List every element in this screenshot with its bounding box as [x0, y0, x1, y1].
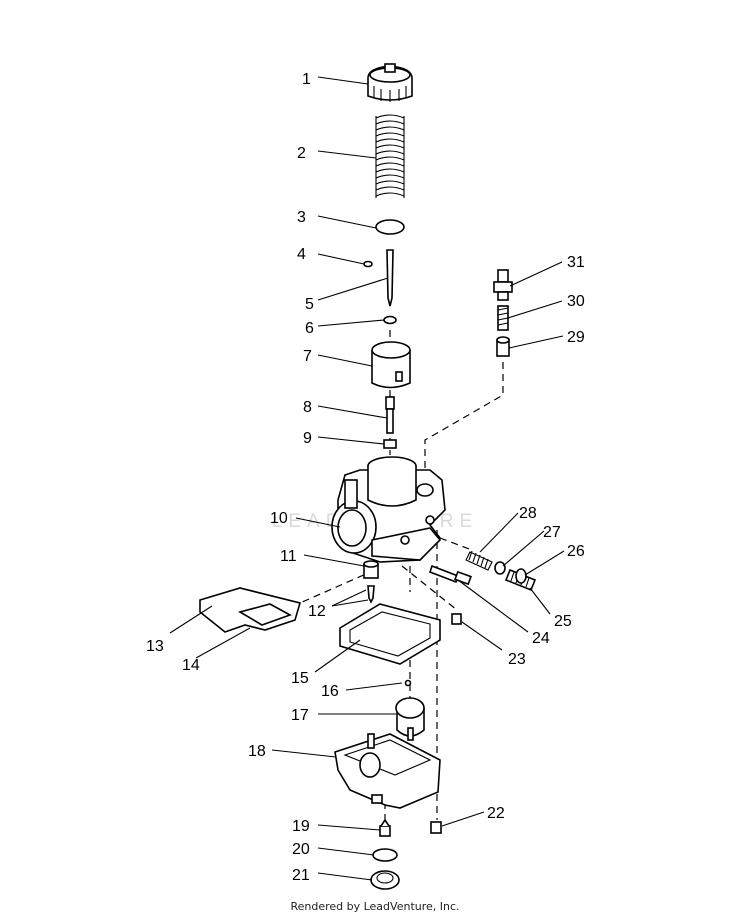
- callout-1: 1: [302, 71, 311, 88]
- part-cap-26: [515, 568, 527, 584]
- part-plate: [375, 219, 405, 235]
- callout-27: 27: [543, 524, 561, 541]
- part-drain-plug: [379, 818, 391, 837]
- callout-17: 17: [291, 707, 309, 724]
- part-screw-22: [430, 821, 442, 834]
- part-pin: [404, 679, 412, 687]
- part-spring-30: [497, 305, 509, 331]
- part-main-jet: [383, 439, 397, 449]
- callout-20: 20: [292, 841, 310, 858]
- leader-lines: [169, 76, 565, 881]
- part-top-cap: [367, 63, 413, 102]
- part-element: [237, 603, 292, 626]
- part-spring-28: [465, 550, 493, 571]
- part-screw-23: [451, 613, 462, 625]
- part-washer-27: [494, 561, 506, 575]
- callout-11: 11: [280, 548, 297, 565]
- callout-12: 12: [308, 603, 326, 620]
- callout-18: 18: [248, 743, 266, 760]
- callout-25: 25: [554, 613, 572, 630]
- callout-31: 31: [567, 254, 585, 271]
- callout-5: 5: [305, 296, 314, 313]
- callout-9: 9: [303, 430, 312, 447]
- footer-credit: Rendered by LeadVenture, Inc.: [290, 900, 460, 913]
- callout-3: 3: [297, 209, 306, 226]
- callout-23: 23: [508, 651, 526, 668]
- part-float-bowl: [334, 727, 441, 809]
- callout-15: 15: [291, 670, 309, 687]
- part-carburetor-body: [331, 456, 446, 563]
- part-needle-jet: [385, 396, 395, 434]
- callout-4: 4: [297, 246, 306, 263]
- part-bottom-plug: [370, 870, 400, 890]
- part-float-bowl-gasket: [339, 603, 441, 665]
- callout-8: 8: [303, 399, 312, 416]
- part-idle-screw: [428, 564, 472, 586]
- callout-26: 26: [567, 543, 585, 560]
- callout-28: 28: [519, 505, 537, 522]
- part-jet-needle: [386, 249, 394, 307]
- part-adjuster-nut-31: [493, 269, 513, 301]
- callout-7: 7: [303, 348, 312, 365]
- part-throttle-slide: [371, 341, 411, 389]
- callout-14: 14: [182, 657, 200, 674]
- callout-24: 24: [532, 630, 550, 647]
- callout-13: 13: [146, 638, 164, 655]
- part-clip: [363, 260, 373, 268]
- callout-19: 19: [292, 818, 310, 835]
- callout-labels: 1 2 3 4 5 6 7 8 9 10 11 12 13 14 15 16 1…: [146, 71, 585, 884]
- callout-29: 29: [567, 329, 585, 346]
- part-float: [395, 697, 425, 737]
- callout-21: 21: [292, 867, 310, 884]
- callout-6: 6: [305, 320, 314, 337]
- callout-30: 30: [567, 293, 585, 310]
- part-spring: [375, 114, 405, 198]
- part-fitting: [363, 560, 379, 579]
- callout-10: 10: [270, 510, 288, 527]
- callout-16: 16: [321, 683, 339, 700]
- part-small-jet: [367, 585, 375, 604]
- part-washer: [383, 315, 397, 325]
- callout-2: 2: [297, 145, 306, 162]
- part-sleeve-29: [496, 336, 510, 357]
- callout-22: 22: [487, 805, 505, 822]
- part-o-ring: [372, 848, 398, 862]
